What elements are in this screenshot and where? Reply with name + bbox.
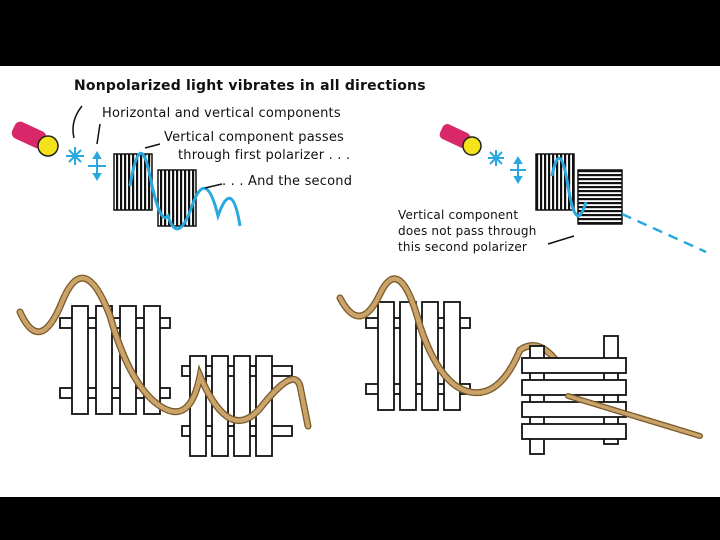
blocked-ray: [621, 212, 707, 254]
label-components: Horizontal and vertical components: [102, 106, 341, 121]
light-wave-blocked: [550, 156, 588, 218]
label-nonpolarized: Nonpolarized light vibrates in all direc…: [74, 78, 426, 94]
snowflake-icon: [488, 150, 504, 166]
arrow-nonpolarized: [72, 105, 83, 139]
label-blocked-line1: Vertical component: [398, 208, 519, 222]
label-blocked-line3: this second polarizer: [398, 240, 528, 254]
vertical-fence-2: [181, 355, 293, 457]
horizontal-polarizer: [577, 169, 623, 225]
label-second: . . . And the second: [222, 174, 353, 189]
flashlight-icon: [439, 124, 482, 156]
light-wave-passing: [128, 152, 242, 231]
label-passes-line1: Vertical component passes: [164, 130, 345, 145]
diagram-svg: [11, 105, 707, 457]
horizontal-fence: [521, 335, 627, 455]
label-blocked-line2: does not pass through: [398, 224, 537, 238]
diagram-panel: Nonpolarized light vibrates in all direc…: [0, 66, 720, 497]
snowflake-icon: [66, 147, 84, 165]
cross-arrows-icon: [510, 156, 526, 184]
label-passes-line2: through first polarizer . . .: [178, 148, 351, 163]
cross-arrows-icon: [88, 151, 106, 181]
flashlight-icon: [11, 121, 59, 157]
